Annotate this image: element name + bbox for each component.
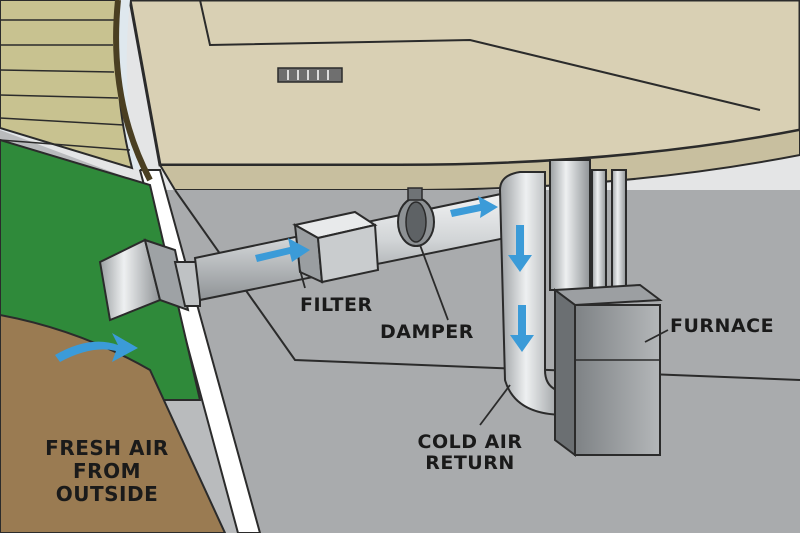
ceiling-vent-icon xyxy=(277,67,343,83)
label-fresh-air-line2: FROM xyxy=(73,459,141,483)
label-leader-lines xyxy=(299,244,669,426)
house-siding xyxy=(0,0,134,170)
supply-pipes xyxy=(549,159,627,291)
label-cold-air-return-line1: COLD AIR xyxy=(417,431,523,453)
label-cold-air-return-line2: RETURN xyxy=(425,452,515,474)
wall-curve xyxy=(113,0,153,182)
label-damper: DAMPER xyxy=(380,321,474,343)
label-fresh-air-line3: OUTSIDE xyxy=(55,482,159,506)
furnace-unit xyxy=(552,283,663,457)
label-fresh-air-line1: FRESH AIR xyxy=(45,436,169,460)
exterior-intake-hood xyxy=(98,238,201,322)
ceiling-back-line xyxy=(199,0,761,111)
label-filter: FILTER xyxy=(300,294,373,316)
filter-box xyxy=(292,210,380,284)
airflow-arrow-icon xyxy=(55,196,534,362)
label-fresh-air-from-outside: FRESH AIR FROM OUTSIDE xyxy=(22,437,192,506)
label-furnace: FURNACE xyxy=(670,315,775,337)
label-cold-air-return: COLD AIR RETURN xyxy=(395,432,545,474)
damper-collar xyxy=(397,187,435,247)
ceiling-slab xyxy=(128,0,800,167)
